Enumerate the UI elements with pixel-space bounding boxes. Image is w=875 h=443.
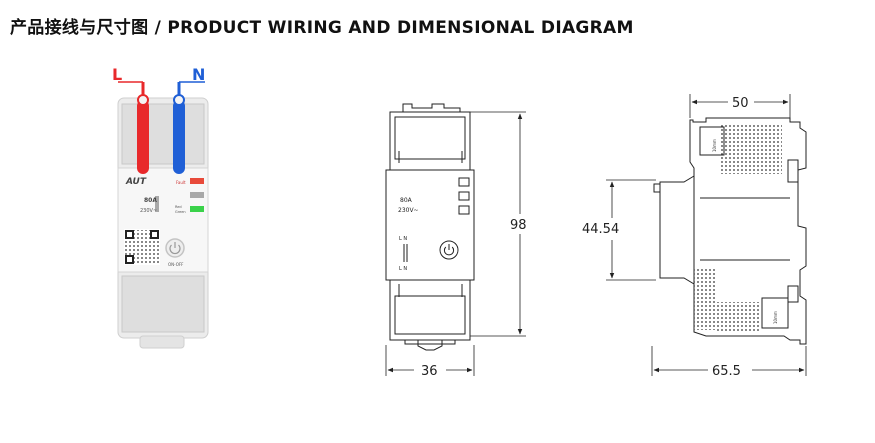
din-clip [139,335,185,349]
live-wire [137,100,149,174]
front-width-dim: 36 [421,364,438,379]
neutral-wire [173,100,185,174]
side-bottom-dim: 65.5 [712,364,741,379]
side-vent-bottom-left [694,268,716,330]
side-vent-bottom [716,302,760,332]
brand-logo: AUT [125,177,147,187]
front-view [385,103,475,351]
device-voltage: 230V~ [140,208,157,214]
front-view-labels: 80A 230V~ L N L N [398,197,419,272]
side-vent-top [720,124,782,174]
fault-label: Fault [176,180,186,185]
strip-label-bottom: 10mm [773,311,778,324]
front-terminal-bottom: L N [399,266,407,272]
side-dimensions [606,94,807,376]
device-bottom-terminal [121,275,205,333]
front-height-dim: 98 [510,218,527,233]
switch-label: ON-OFF [168,262,184,267]
page-title: 产品接线与尺寸图 / PRODUCT WIRING AND DIMENSIONA… [10,18,634,38]
side-top-dim: 50 [732,96,749,111]
indicator-green-label: Green [175,210,186,214]
wiring-view: L N AUT Fault Red Green 80A 230V~ ON-OFF [112,65,209,349]
device-top-terminal [121,103,205,165]
front-voltage: 230V~ [398,207,419,214]
strip-label-top: 10mm [712,139,717,152]
front-rating: 80A [400,197,413,204]
front-terminal-top: L N [399,236,407,242]
status-indicator [190,192,204,198]
qr-code [124,229,160,265]
power-indicator [190,206,204,212]
front-dimensions [385,111,526,376]
indicator-red-label: Red [175,205,182,209]
neutral-label: N [192,65,205,84]
fault-indicator [190,178,204,184]
live-label: L [112,65,122,84]
device-rating: 80A [144,197,157,204]
side-mid-dim: 44.54 [582,222,619,237]
